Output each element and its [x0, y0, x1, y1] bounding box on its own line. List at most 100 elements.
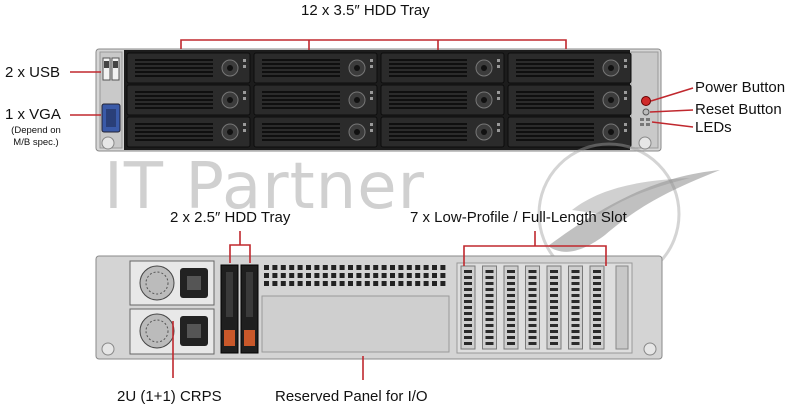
vent-hole	[331, 281, 337, 286]
vent-hole	[423, 281, 429, 286]
label-power-button: Power Button	[695, 79, 786, 96]
vent-hole	[390, 281, 395, 286]
vent-hole	[440, 265, 446, 270]
vent-hole	[289, 273, 295, 278]
rear-vents	[264, 265, 446, 286]
pcie-slot	[568, 265, 583, 350]
vent-hole	[398, 281, 404, 286]
label-hdd-35-tray: 12 x 3.5″ HDD Tray	[301, 2, 430, 19]
vent-hole	[432, 273, 437, 278]
vent-hole	[339, 265, 345, 270]
hdd-35-bay	[253, 84, 378, 116]
pcie-slot	[460, 265, 476, 350]
label-vga-note-2: M/B spec.)	[13, 137, 59, 148]
vent-hole	[381, 273, 387, 278]
vent-hole	[322, 265, 328, 270]
vent-hole	[364, 281, 370, 286]
hdd-25-bays	[220, 264, 259, 354]
vent-hole	[415, 273, 421, 278]
watermark-text: IT Partner	[104, 150, 425, 224]
vent-hole	[415, 265, 421, 270]
label-leds: LEDs	[695, 119, 732, 136]
vent-hole	[264, 265, 269, 270]
hdd-35-bay	[380, 52, 505, 84]
vent-hole	[406, 281, 412, 286]
rear-leader-lines	[172, 231, 607, 380]
vent-hole	[373, 265, 379, 270]
pcie-slot	[503, 265, 519, 350]
hdd-35-bay	[507, 84, 632, 116]
vent-hole	[398, 265, 404, 270]
vent-hole	[432, 265, 437, 270]
rear-handle-right	[643, 342, 657, 356]
vent-hole	[398, 273, 404, 278]
hdd-35-bay	[126, 84, 251, 116]
reset-button	[642, 108, 650, 116]
pcie-slot	[589, 265, 605, 350]
label-pcie-slots: 7 x Low-Profile / Full-Length Slot	[410, 209, 627, 226]
label-hdd-25-tray: 2 x 2.5″ HDD Tray	[170, 209, 291, 226]
psu-modules	[129, 260, 215, 355]
vent-hole	[331, 273, 337, 278]
vent-hole	[348, 281, 353, 286]
vent-hole	[272, 273, 278, 278]
vent-hole	[356, 265, 362, 270]
pcie-end-bracket	[615, 265, 629, 350]
label-reserved-panel: Reserved Panel for I/O	[275, 388, 428, 405]
vent-hole	[339, 281, 345, 286]
vent-hole	[289, 281, 295, 286]
vent-hole	[373, 273, 379, 278]
vent-hole	[289, 265, 295, 270]
hdd-35-bay	[507, 116, 632, 148]
vent-hole	[406, 265, 412, 270]
vent-hole	[306, 265, 311, 270]
usb-ports	[102, 57, 120, 81]
vent-hole	[364, 265, 370, 270]
vent-hole	[339, 273, 345, 278]
front-handle-right	[638, 136, 652, 150]
pcie-slot	[482, 265, 497, 350]
vent-hole	[297, 281, 303, 286]
label-reset-button: Reset Button	[695, 101, 782, 118]
label-vga-note-1: (Depend on	[11, 125, 61, 136]
vent-hole	[406, 273, 412, 278]
vent-hole	[356, 281, 362, 286]
hdd-35-bay	[126, 116, 251, 148]
hdd-35-bay	[380, 116, 505, 148]
vent-hole	[381, 281, 387, 286]
vga-port	[101, 103, 121, 133]
vent-hole	[356, 273, 362, 278]
hdd-35-bay	[253, 116, 378, 148]
vent-hole	[306, 281, 311, 286]
vent-hole	[364, 273, 370, 278]
vent-hole	[314, 265, 320, 270]
vent-hole	[423, 273, 429, 278]
vent-hole	[432, 281, 437, 286]
vent-hole	[314, 273, 320, 278]
vent-hole	[322, 273, 328, 278]
vent-hole	[314, 281, 320, 286]
vent-hole	[297, 273, 303, 278]
vent-hole	[348, 273, 353, 278]
front-leader-lines	[70, 39, 694, 128]
vent-hole	[390, 265, 395, 270]
vent-hole	[373, 281, 379, 286]
vent-hole	[264, 281, 269, 286]
hdd-35-bays	[126, 52, 632, 148]
vent-hole	[264, 273, 269, 278]
vent-hole	[348, 265, 353, 270]
label-psu: 2U (1+1) CRPS	[117, 388, 222, 405]
hdd-35-bay	[126, 52, 251, 84]
vent-hole	[280, 281, 286, 286]
vent-hole	[272, 281, 278, 286]
vent-hole	[440, 273, 446, 278]
vent-hole	[322, 281, 328, 286]
hdd-35-bay	[507, 52, 632, 84]
front-handle-left	[101, 136, 115, 150]
pcie-slot-area	[456, 262, 633, 354]
status-leds	[640, 118, 650, 126]
vent-hole	[272, 265, 278, 270]
vent-hole	[423, 265, 429, 270]
pcie-slot	[546, 265, 562, 350]
